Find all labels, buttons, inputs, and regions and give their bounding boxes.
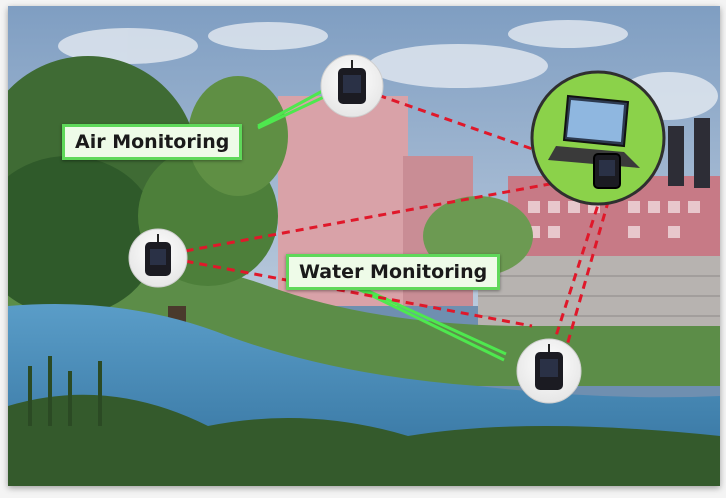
link-left-bottom: [157, 254, 533, 328]
diagram-frame: Air Monitoring Water Monitoring: [8, 6, 720, 486]
air-callout-line: [257, 86, 329, 128]
sensor-left: [128, 228, 188, 288]
gateway-node: [530, 70, 666, 206]
sensor-top: [320, 54, 384, 118]
callout-lines: [257, 86, 507, 362]
air-monitoring-label: Air Monitoring: [62, 124, 243, 160]
foreground-bushes: [8, 394, 720, 486]
clouds: [58, 20, 718, 120]
link-top-gateway: [351, 84, 605, 176]
river: [8, 304, 720, 446]
link-bottom-gateway: [546, 185, 606, 362]
link-left-gateway: [157, 172, 605, 258]
painted-scene: [8, 6, 720, 486]
wall-bricks: [478, 275, 720, 317]
reeds: [28, 356, 102, 426]
water-callout-line: [352, 282, 507, 356]
sensor-bottom: [516, 338, 582, 404]
water-monitoring-label: Water Monitoring: [286, 254, 501, 290]
network-links: [157, 84, 614, 362]
